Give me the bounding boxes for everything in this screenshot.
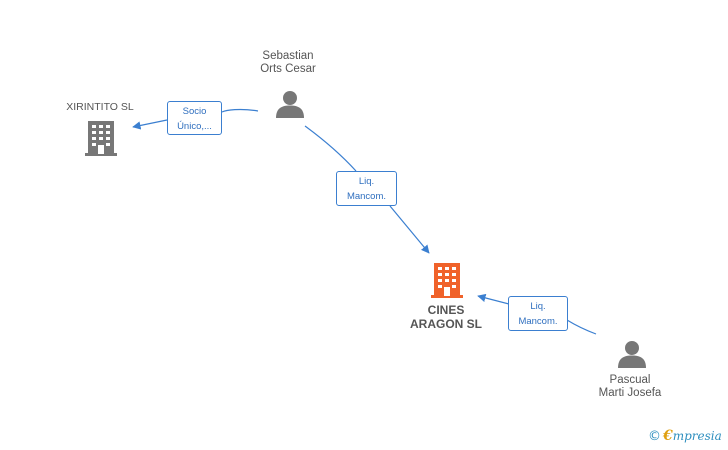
brand-initial: € [663,428,673,444]
edge-label-line1: Socio [182,106,207,117]
person-icon[interactable] [617,340,647,369]
building-icon[interactable] [85,121,117,156]
edge-line-pascual-cines [478,296,597,335]
edge-label-line2: Mancom. [346,191,387,202]
company-label-cines-aragon[interactable]: CINES ARAGON SL [396,303,496,331]
brand-name: mpresia [672,429,722,443]
company-name-line2: ARAGON SL [410,317,482,331]
edge-label-line2: Mancom. [518,316,558,327]
edge-label-liq-mancom-sebastian[interactable]: Liq. Mancom. [336,171,397,206]
person-name-line1: Pascual [609,374,651,386]
edge-label-line1: Liq. [358,176,375,187]
edge-label-line1: Liq. [530,301,546,312]
edge-line-sebastian-cines [304,125,429,253]
company-name: XIRINTITO SL [66,101,134,113]
edge-line-sebastian-xirintito [133,108,259,127]
person-label-pascual[interactable]: Pascual Marti Josefa [584,374,676,400]
copyright-symbol: © [648,429,661,444]
building-icon[interactable] [431,263,463,298]
company-name-line1: CINES [427,303,465,317]
person-name-line2: Orts Cesar [260,63,316,75]
company-label-xirintito[interactable]: XIRINTITO SL [55,101,145,114]
person-label-sebastian[interactable]: Sebastian Orts Cesar [246,50,330,76]
edge-label-line2: Único,... [177,121,212,132]
empresia-logo: ©€mpresia [648,428,722,448]
person-name-line1: Sebastian [262,50,314,62]
person-icon[interactable] [275,90,305,119]
person-name-line2: Marti Josefa [598,387,662,399]
edge-label-liq-mancom-pascual[interactable]: Liq. Mancom. [508,296,568,331]
edge-label-socio-unico[interactable]: Socio Único,... [167,101,222,135]
